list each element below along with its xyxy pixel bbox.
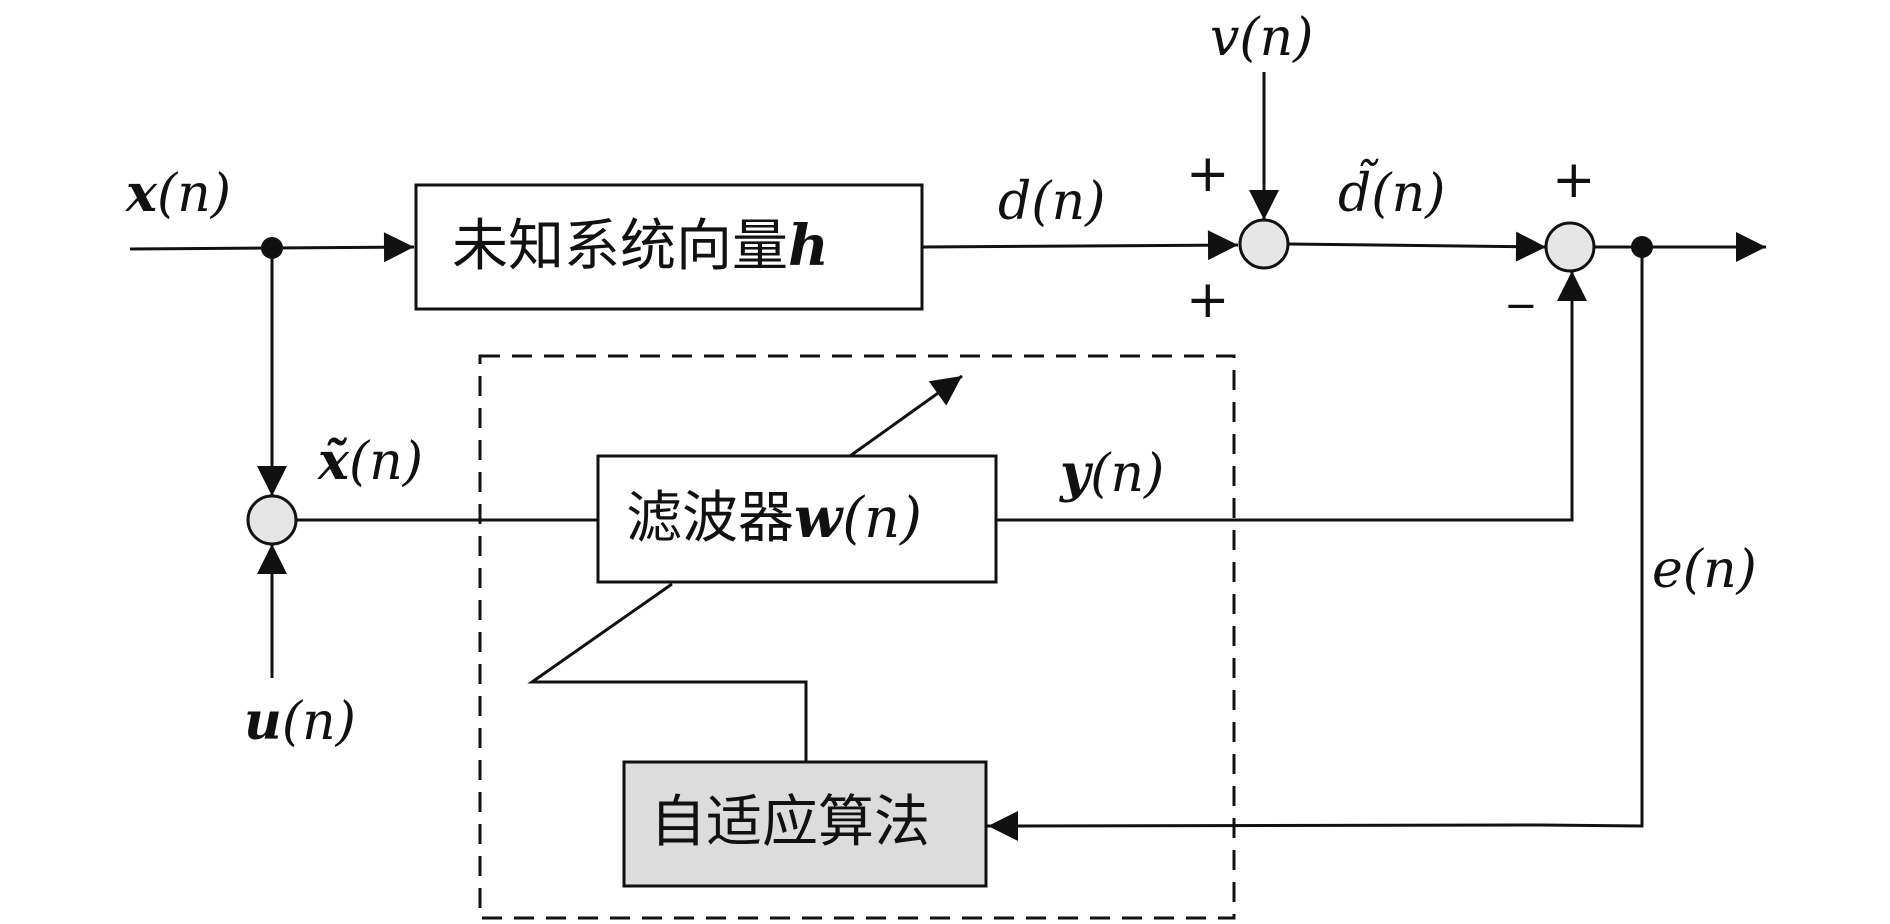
d-to-summer-arrow <box>921 230 1239 261</box>
adaptation-arrow-top <box>849 374 963 458</box>
signal-e-arg: (n) <box>1682 540 1757 600</box>
signal-v-label: v(n) <box>1210 12 1313 64</box>
signal-v-arg: (n) <box>1239 8 1314 68</box>
filter-text: 滤波器 <box>626 486 794 551</box>
unknown-system-block <box>414 183 924 311</box>
adaptive-algorithm-block <box>622 760 988 888</box>
summer-input-noise <box>246 494 298 546</box>
signal-dtilde-label: d̃(n) <box>1338 168 1445 220</box>
signal-e-symbol: e <box>1652 540 1683 600</box>
filter-arg: (n) <box>842 486 922 551</box>
signal-u-label: u(n) <box>244 696 356 749</box>
unknown-system-label: 未知系统向量h <box>452 218 829 275</box>
signal-xtilde-symbol: x̃ <box>318 431 350 492</box>
sum1-top-sign: + <box>1186 144 1230 204</box>
signal-x-symbol: x <box>126 163 158 224</box>
signal-d-arg: (n) <box>1031 172 1106 232</box>
unknown-system-symbol: h <box>788 213 829 279</box>
signal-e-label: e(n) <box>1652 544 1757 596</box>
signal-u-symbol: u <box>244 691 282 752</box>
adaptive-filter-region <box>478 354 1236 920</box>
filter-block <box>596 454 998 584</box>
signal-x-label: x(n) <box>126 168 231 221</box>
adaptation-arrow-bottom <box>527 582 808 762</box>
sum1-left-sign: + <box>1186 270 1230 330</box>
signal-d-label: d(n) <box>998 176 1105 228</box>
signal-v-symbol: v <box>1210 8 1240 68</box>
signal-y-arg: (n) <box>1090 444 1165 504</box>
adaptive-algorithm-text: 自适应算法 <box>650 790 930 855</box>
signal-xtilde-label: x̃(n) <box>318 436 423 489</box>
unknown-system-text: 未知系统向量 <box>452 214 788 279</box>
signal-xtilde-arg: (n) <box>349 432 424 492</box>
signal-y-symbol: y <box>1060 443 1091 504</box>
summer-noise <box>1238 218 1290 270</box>
filter-label: 滤波器w(n) <box>626 490 922 547</box>
signal-u-arg: (n) <box>281 692 356 752</box>
y-to-summer-line <box>996 271 1574 522</box>
signal-dtilde-symbol: d̃ <box>1338 164 1372 224</box>
adaptive-algorithm-label: 自适应算法 <box>650 795 930 851</box>
sum2-top-sign: + <box>1552 150 1596 210</box>
error-feedback-line <box>985 247 1644 828</box>
sum2-bottom-sign: − <box>1504 283 1538 329</box>
dtilde-to-summer-arrow <box>1287 231 1547 262</box>
x-to-system-arrow <box>271 232 415 263</box>
signal-x-arg: (n) <box>157 164 232 224</box>
filter-symbol: w <box>794 485 843 551</box>
signal-dtilde-arg: (n) <box>1371 164 1446 224</box>
signal-y-label: y(n) <box>1060 448 1164 501</box>
input-line <box>129 246 273 251</box>
summer-error <box>1544 221 1596 273</box>
signal-d-symbol: d <box>998 172 1032 232</box>
